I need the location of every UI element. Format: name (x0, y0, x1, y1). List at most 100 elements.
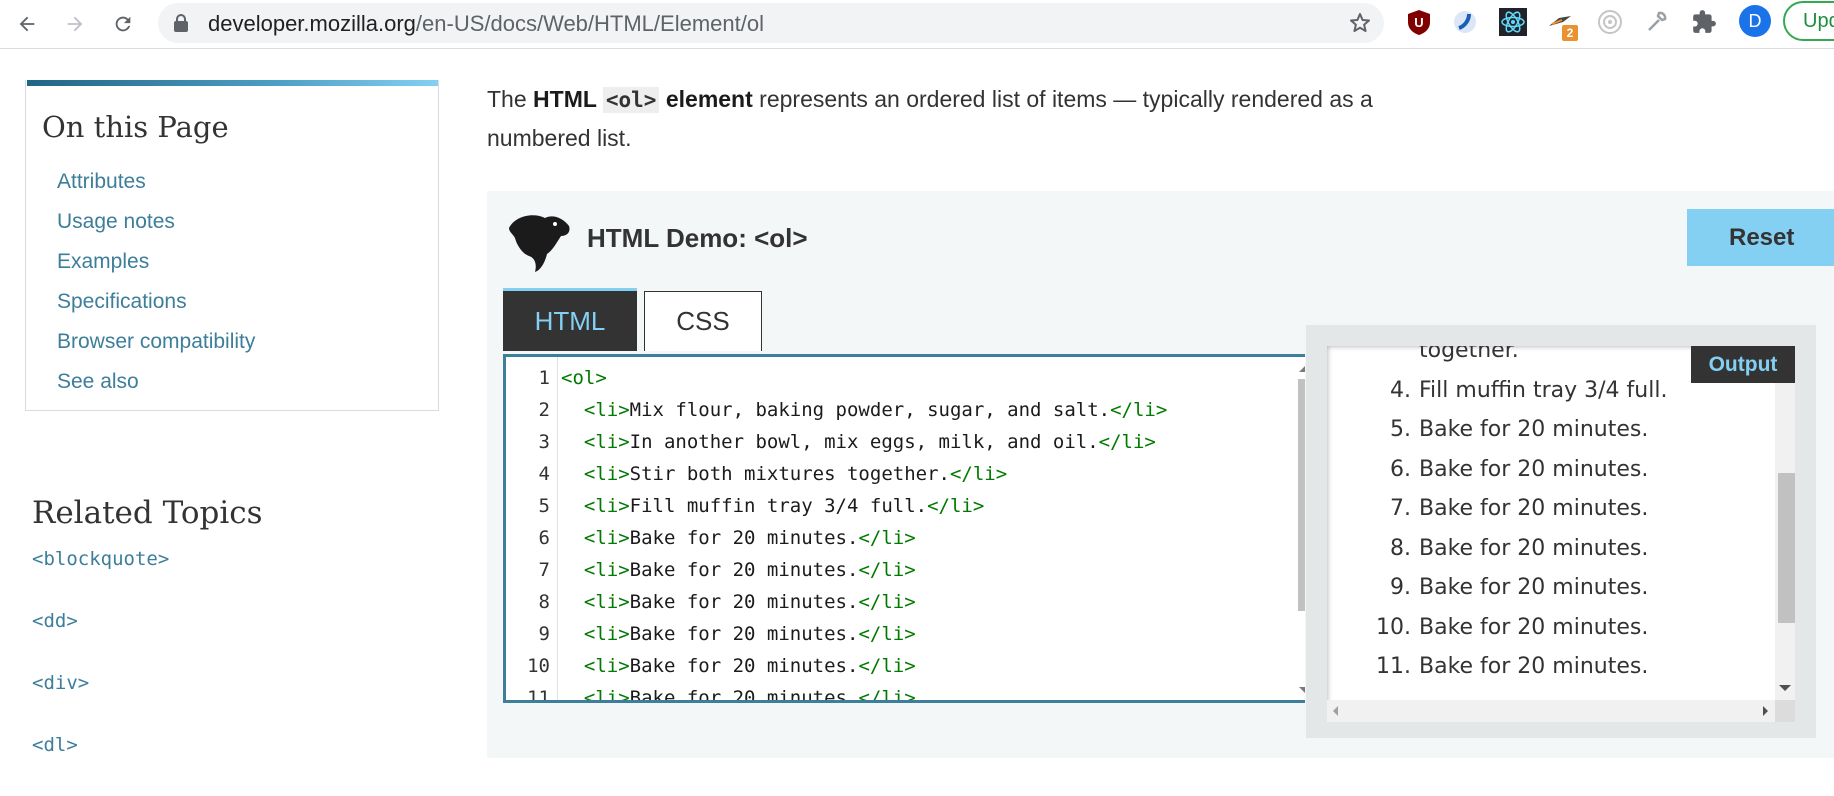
lock-icon (174, 14, 188, 32)
code-text: <li>Stir both mixtures together.</li> (583, 463, 1008, 485)
forward-arrow-icon (67, 16, 83, 32)
ublock-extension-icon[interactable]: U (1405, 8, 1433, 36)
extension-tools-icon[interactable] (1643, 8, 1671, 36)
output-vertical-scrollbar[interactable] (1775, 383, 1795, 700)
code-text: <li>Bake for 20 minutes.</li> (583, 527, 916, 549)
code-text: <li>Bake for 20 minutes.</li> (583, 591, 916, 613)
output-item-number: 11. (1376, 654, 1411, 679)
extension-swirl-icon[interactable] (1451, 8, 1479, 36)
output-frame[interactable]: together.4.Fill muffin tray 3/4 full.5.B… (1327, 346, 1795, 722)
output-item-text: together. (1419, 346, 1519, 363)
code-text: <li>Bake for 20 minutes.</li> (583, 655, 916, 677)
url-path: /en-US/docs/Web/HTML/Element/ol (415, 11, 764, 36)
intro-rest: represents an ordered list of items — ty… (487, 86, 1373, 151)
code-editor[interactable]: 1 <ol> 2 <li>Mix flour, baking powder, sug… (503, 354, 1305, 703)
address-bar[interactable]: developer.mozilla.org/en-US/docs/Web/HTM… (158, 3, 1384, 43)
code-text: <li>Fill muffin tray 3/4 full.</li> (583, 495, 985, 517)
line-number: 6 (538, 527, 550, 549)
scroll-down-arrow-icon[interactable] (1299, 687, 1305, 693)
intro-paragraph: The HTML <ol> element represents an orde… (487, 80, 1447, 157)
react-devtools-icon[interactable] (1499, 8, 1527, 36)
output-scroll-thumb[interactable] (1778, 473, 1795, 623)
code-text: <li>In another bowl, mix eggs, milk, and… (583, 431, 1156, 453)
line-number: 10 (527, 655, 550, 677)
related-link-blockquote[interactable]: <blockquote> (32, 548, 170, 570)
line-number: 2 (538, 399, 550, 421)
toc-link-examples[interactable]: Examples (57, 250, 150, 273)
back-arrow-icon (19, 16, 35, 32)
toc-link-specifications[interactable]: Specifications (57, 290, 187, 313)
toc-link-browser-compatibility[interactable]: Browser compatibility (57, 330, 256, 353)
extensions-puzzle-icon[interactable] (1690, 8, 1718, 36)
code-text: <li>Bake for 20 minutes.</li> (583, 687, 916, 703)
output-item-text: Bake for 20 minutes. (1419, 417, 1649, 442)
extension-badge: 2 (1562, 25, 1578, 41)
on-this-page-list: Attributes Usage notes Examples Specific… (57, 170, 255, 410)
output-item-text: Bake for 20 minutes. (1419, 457, 1649, 482)
line-number-gutter (506, 357, 558, 700)
line-number: 1 (538, 367, 550, 389)
related-link-div[interactable]: <div> (32, 672, 90, 694)
output-item-number: 10. (1376, 615, 1411, 640)
on-this-page-title: On this Page (42, 110, 229, 144)
update-button[interactable]: Upd (1783, 1, 1834, 41)
output-item-number: 7. (1390, 496, 1411, 521)
output-item-text: Bake for 20 minutes. (1419, 536, 1649, 561)
browser-toolbar: developer.mozilla.org/en-US/docs/Web/HTM… (0, 0, 1834, 49)
output-item-text: Fill muffin tray 3/4 full. (1419, 378, 1668, 403)
code-text: <ol> (561, 367, 607, 389)
related-link-dd[interactable]: <dd> (32, 610, 78, 632)
back-button[interactable] (10, 7, 44, 41)
code-text: <li>Bake for 20 minutes.</li> (583, 559, 916, 581)
related-topics-title: Related Topics (32, 495, 263, 531)
intro-bold-html: HTML (533, 86, 603, 112)
related-topics-list: <blockquote> <dd> <div> <dl> (32, 548, 169, 796)
output-item-text: Bake for 20 minutes. (1419, 496, 1649, 521)
output-scroll-down-icon[interactable] (1779, 685, 1791, 691)
tab-css[interactable]: CSS (644, 291, 762, 351)
gradient-bar (27, 80, 438, 86)
forward-button[interactable] (58, 7, 92, 41)
demo-title: HTML Demo: <ol> (587, 223, 808, 253)
extension-bird-icon[interactable] (1546, 8, 1574, 36)
interactive-demo: HTML Demo: <ol> Reset HTML CSS 1 <ol> 2 <l… (487, 191, 1834, 758)
editor-scroll-thumb[interactable] (1298, 379, 1305, 611)
intro-prefix: The (487, 86, 534, 112)
svg-text:U: U (1414, 15, 1423, 30)
toc-link-attributes[interactable]: Attributes (57, 170, 146, 193)
code-text: <li>Mix flour, baking powder, sugar, and… (583, 399, 1168, 421)
bookmark-star-icon[interactable] (1348, 11, 1372, 35)
mdn-dino-logo-icon (509, 215, 570, 272)
output-panel: together.4.Fill muffin tray 3/4 full.5.B… (1306, 325, 1816, 738)
tab-html[interactable]: HTML (503, 288, 637, 351)
reset-button[interactable]: Reset (1687, 209, 1834, 266)
output-scroll-right-icon[interactable] (1763, 706, 1768, 716)
line-number: 11 (527, 687, 550, 703)
line-number: 7 (538, 559, 550, 581)
output-item-text: Bake for 20 minutes. (1419, 654, 1649, 679)
output-item-number: 6. (1390, 457, 1411, 482)
editor-scrollbar[interactable] (1296, 357, 1305, 700)
scroll-up-arrow-icon[interactable] (1299, 366, 1305, 372)
related-link-dl[interactable]: <dl> (32, 734, 78, 756)
intro-bold-element: element (659, 86, 753, 112)
output-horizontal-scrollbar[interactable] (1327, 700, 1775, 722)
extension-target-icon[interactable] (1596, 8, 1624, 36)
output-item-number: 9. (1390, 575, 1411, 600)
reload-button[interactable] (106, 7, 140, 41)
toc-link-see-also[interactable]: See also (57, 370, 139, 393)
line-number: 5 (538, 495, 550, 517)
on-this-page-box: On this Page Attributes Usage notes Exam… (25, 80, 439, 411)
output-item-number: 5. (1390, 417, 1411, 442)
reload-icon (115, 16, 131, 32)
output-item-text: Bake for 20 minutes. (1419, 575, 1649, 600)
output-scroll-left-icon[interactable] (1333, 706, 1338, 716)
profile-avatar[interactable]: D (1739, 5, 1771, 37)
line-number: 3 (538, 431, 550, 453)
intro-ol-code: <ol> (602, 87, 660, 113)
scrollbar-corner (1775, 700, 1795, 722)
output-label: Output (1691, 346, 1795, 383)
toc-link-usage-notes[interactable]: Usage notes (57, 210, 175, 233)
line-number: 9 (538, 623, 550, 645)
output-item-text: Bake for 20 minutes. (1419, 615, 1649, 640)
